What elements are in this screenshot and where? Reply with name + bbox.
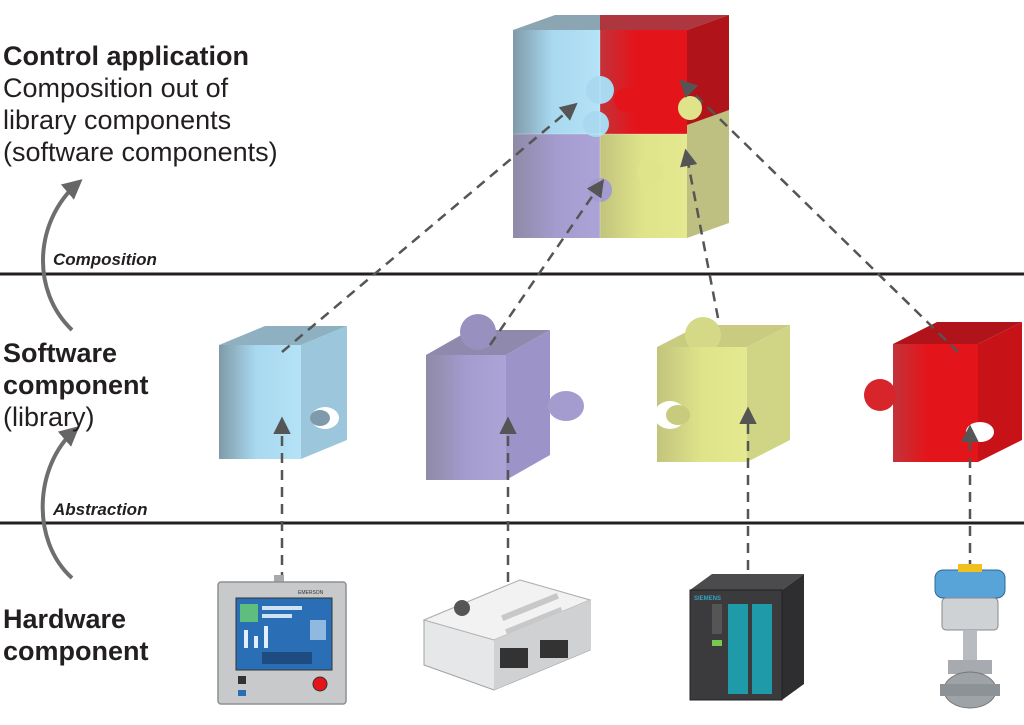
software-level-title-1: Software xyxy=(3,338,118,368)
hardware-level-title-2: component xyxy=(3,636,149,666)
control-level-title: Control application xyxy=(3,41,249,71)
software-level-desc: (library) xyxy=(3,402,95,432)
abstraction-curve-arrow xyxy=(40,426,80,580)
control-level-desc-1: Composition out of xyxy=(3,73,229,103)
software-level-title-2: component xyxy=(3,370,149,400)
composition-curve-arrow xyxy=(41,179,83,332)
hmi-panel-device: EMERSON xyxy=(217,575,347,705)
software-piece-purple xyxy=(426,314,584,480)
assembled-puzzle-cube xyxy=(513,15,729,238)
software-piece-yellow xyxy=(654,317,790,462)
abstraction-layer-label: Abstraction xyxy=(53,500,148,519)
composition-layer-label: Composition xyxy=(53,250,157,269)
control-level-desc-3: (software components) xyxy=(3,137,278,167)
plc-brand-text: SIEMENS xyxy=(694,596,721,602)
valve-terminal-device xyxy=(422,579,592,691)
software-piece-red xyxy=(864,322,1022,462)
composition-arrows xyxy=(281,79,959,353)
abstraction-arrows xyxy=(273,406,979,582)
hmi-brand-text: EMERSON xyxy=(298,590,324,596)
control-valve-device xyxy=(934,564,1006,709)
control-level-desc-2: library components xyxy=(3,105,232,135)
plc-device: SIEMENS xyxy=(689,574,804,701)
hardware-level-title-1: Hardware xyxy=(3,604,127,634)
software-piece-blue xyxy=(219,326,347,459)
